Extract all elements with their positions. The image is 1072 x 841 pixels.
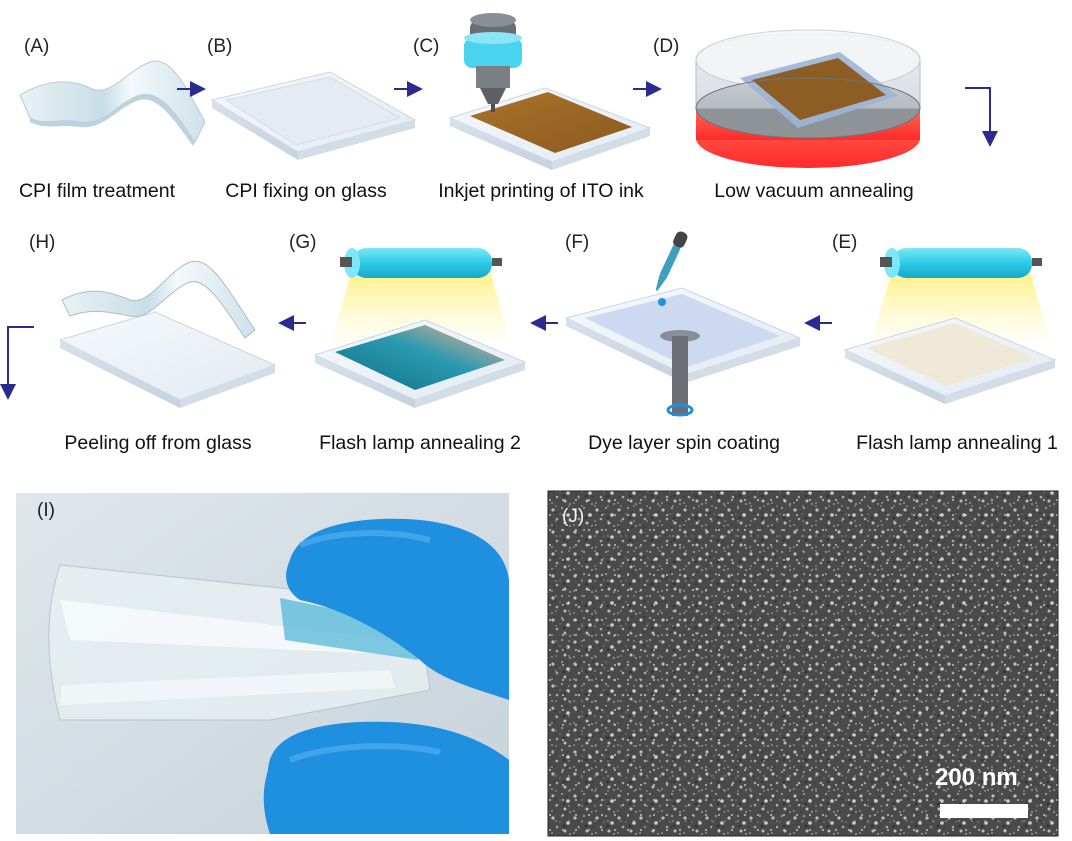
panel-e-illustration <box>843 248 1057 404</box>
arrow-d-e <box>965 87 998 147</box>
caption-b: CPI fixing on glass <box>225 180 387 202</box>
panel-d-illustration <box>695 29 921 168</box>
panel-c-letter: (C) <box>413 36 440 57</box>
panel-g-letter: (G) <box>289 232 317 253</box>
scale-bar <box>940 804 1028 818</box>
panel-f-letter: (F) <box>565 232 590 253</box>
panel-j-sem-image <box>547 490 1059 837</box>
panel-f-illustration <box>564 231 802 417</box>
panel-j-letter: (J) <box>562 506 585 527</box>
panel-c-illustration <box>448 13 652 170</box>
panel-d-letter: (D) <box>653 36 680 57</box>
panel-h-letter: (H) <box>29 232 56 253</box>
caption-g: Flash lamp annealing 2 <box>319 432 521 454</box>
panel-g-illustration <box>313 248 527 408</box>
panel-a-illustration <box>19 60 206 146</box>
caption-a: CPI film treatment <box>18 180 176 202</box>
panel-e-letter: (E) <box>832 232 858 253</box>
caption-f: Dye layer spin coating <box>588 432 780 454</box>
arrow-h-out <box>0 326 34 400</box>
caption-e: Flash lamp annealing 1 <box>856 432 1058 454</box>
caption-d: Low vacuum annealing <box>714 180 914 202</box>
panel-b-letter: (B) <box>207 36 233 57</box>
caption-h: Peeling off from glass <box>64 432 252 454</box>
panel-i-photo <box>16 493 509 834</box>
caption-c: Inkjet printing of ITO ink <box>438 180 644 202</box>
panel-i-letter: (I) <box>37 500 55 521</box>
panel-h-illustration <box>58 260 277 408</box>
panel-a-letter: (A) <box>24 36 50 57</box>
scale-bar-label: 200 nm <box>935 764 1018 791</box>
panel-b-illustration <box>210 71 417 160</box>
